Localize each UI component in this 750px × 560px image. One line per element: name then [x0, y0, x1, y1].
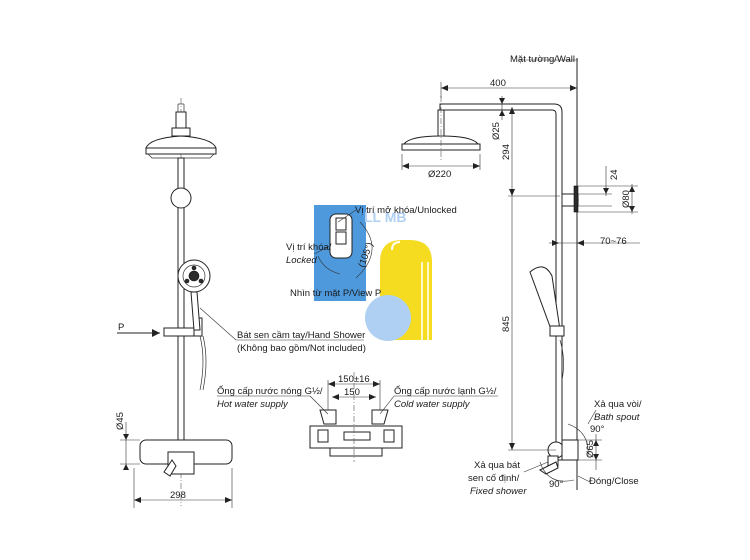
- dim-845: 845: [501, 316, 512, 332]
- watermark-circle: [365, 295, 411, 341]
- dim-150: 150: [344, 387, 360, 398]
- side-view: [401, 58, 640, 490]
- dim-25: Ø25: [491, 122, 502, 140]
- angle-90-b: 90°: [549, 479, 564, 490]
- bath-spout-label-1: Xả qua vòi/: [594, 399, 642, 410]
- dim-298: 298: [170, 490, 186, 501]
- dim-150-tol: 150±16: [338, 374, 370, 385]
- arrow-p-label: P: [118, 322, 124, 333]
- fixed-shower-label-1: Xả qua bát: [474, 460, 520, 471]
- fixed-shower-label-2: sen cố định/: [468, 473, 520, 484]
- locked-label-1: Vị trí khóa/: [286, 242, 332, 253]
- view-p-detail: [313, 209, 373, 279]
- wall-label: Mặt tường/Wall: [510, 54, 575, 65]
- dim-80: Ø80: [621, 190, 632, 208]
- hot-supply-label-1: Ống cấp nước nóng G½/: [217, 385, 323, 397]
- dim-45: Ø45: [115, 412, 126, 430]
- cold-supply-label-1: Ống cấp nước lạnh G½/: [394, 385, 497, 397]
- close-label: Đóng/Close: [589, 476, 639, 487]
- front-view: [117, 98, 233, 508]
- slide-holder: [163, 327, 199, 337]
- unlocked-label: Vị trí mở khóa/Unlocked: [355, 205, 457, 216]
- hand-shower-label-1: Bát sen cầm tay/Hand Shower: [237, 330, 365, 341]
- dim-65: Ø65: [585, 440, 596, 458]
- angle-90-a: 90°: [590, 424, 605, 435]
- dim-24: 24: [609, 169, 620, 180]
- view-p-label: Nhìn từ mặt P/View P: [290, 288, 381, 299]
- dim-294: 294: [501, 144, 512, 160]
- hot-supply-label-2: Hot water supply: [217, 399, 289, 410]
- mixer-detail: [309, 372, 403, 462]
- dim-400: 400: [490, 78, 506, 89]
- dim-70-76: 70~76: [600, 236, 627, 247]
- hand-shower-side: [529, 266, 561, 333]
- locked-label-2: Locked: [286, 255, 317, 266]
- cold-supply-label-2: Cold water supply: [394, 399, 471, 410]
- fixed-shower-label-3: Fixed shower: [470, 486, 527, 497]
- svg-text:LL MB: LL MB: [364, 209, 407, 225]
- dim-220: Ø220: [428, 169, 451, 180]
- bath-spout-label-2: Bath spout: [594, 412, 640, 423]
- hand-shower-label-2: (Không bao gồm/Not included): [237, 343, 366, 354]
